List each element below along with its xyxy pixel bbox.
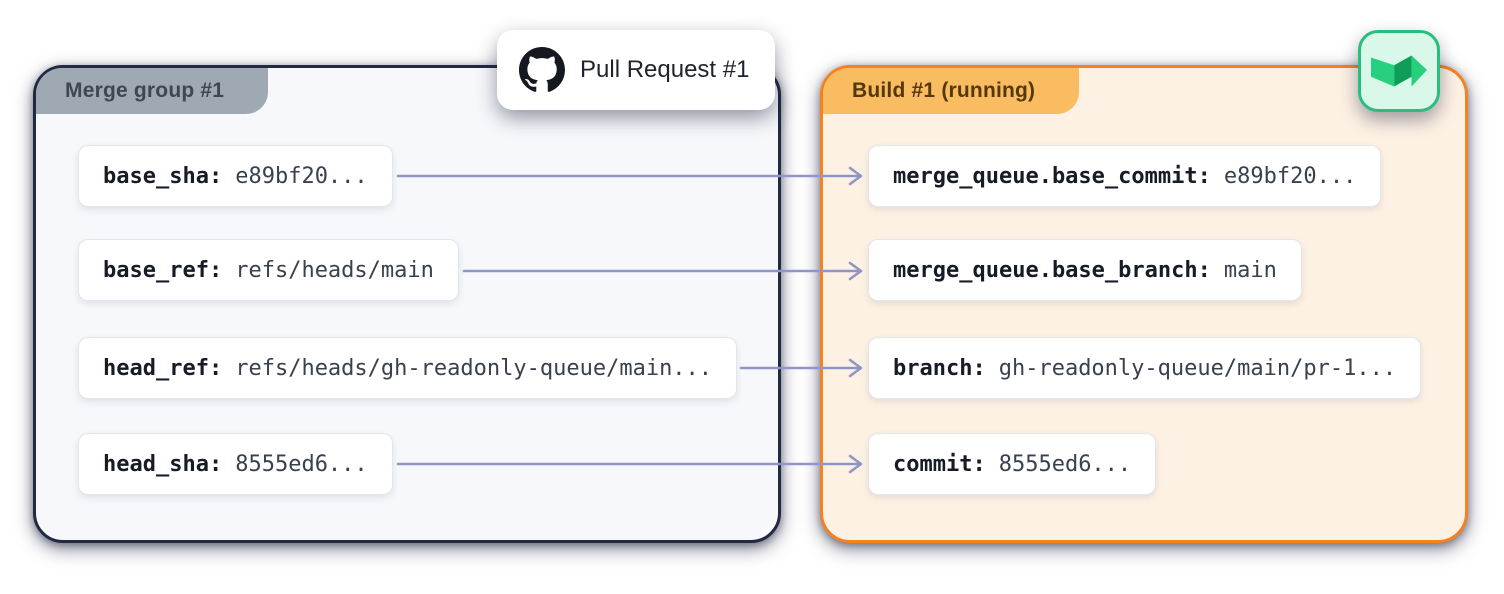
merge-group-tab: Merge group #1 xyxy=(36,68,269,114)
row-label: merge_queue.base_commit: xyxy=(893,163,1211,189)
row-value: 8555ed6... xyxy=(235,451,368,477)
build-row-commit: commit: 8555ed6... xyxy=(868,433,1157,495)
merge-group-row-base-sha: base_sha: e89bf20... xyxy=(78,145,393,207)
row-label: head_ref: xyxy=(103,355,223,381)
row-label: commit: xyxy=(893,451,986,477)
row-value: main xyxy=(1223,257,1277,283)
merge-group-title: Merge group #1 xyxy=(65,79,225,102)
pull-request-badge: Pull Request #1 xyxy=(497,30,776,110)
row-label: merge_queue.base_branch: xyxy=(893,257,1211,283)
merge-group-row-base-ref: base_ref: refs/heads/main xyxy=(78,239,459,301)
merge-group-row-head-sha: head_sha: 8555ed6... xyxy=(78,433,393,495)
build-row-base-branch: merge_queue.base_branch: main xyxy=(868,239,1302,301)
row-label: head_sha: xyxy=(103,451,223,477)
build-tab: Build #1 (running) xyxy=(823,68,1080,114)
row-label: base_ref: xyxy=(103,257,223,283)
pull-request-label: Pull Request #1 xyxy=(580,56,750,83)
build-row-base-commit: merge_queue.base_commit: e89bf20... xyxy=(868,145,1382,207)
row-value: 8555ed6... xyxy=(998,451,1132,477)
buildkite-icon xyxy=(1371,55,1427,87)
row-value: refs/heads/gh-readonly-queue/main... xyxy=(235,355,713,381)
row-value: gh-readonly-queue/main/pr-1... xyxy=(998,355,1397,381)
merge-group-row-head-ref: head_ref: refs/heads/gh-readonly-queue/m… xyxy=(78,337,738,399)
build-row-branch: branch: gh-readonly-queue/main/pr-1... xyxy=(868,337,1422,399)
row-value: e89bf20... xyxy=(1223,163,1357,189)
build-title: Build #1 (running) xyxy=(852,79,1036,102)
build-service-logo-card xyxy=(1358,30,1440,112)
row-label: base_sha: xyxy=(103,163,223,189)
row-label: branch: xyxy=(893,355,986,381)
merge-group-panel: Merge group #1 base_sha: e89bf20... base… xyxy=(33,65,781,543)
build-panel: Build #1 (running) merge_queue.base_comm… xyxy=(820,65,1468,543)
github-icon xyxy=(519,47,565,92)
row-value: refs/heads/main xyxy=(235,257,434,283)
row-value: e89bf20... xyxy=(235,163,368,189)
